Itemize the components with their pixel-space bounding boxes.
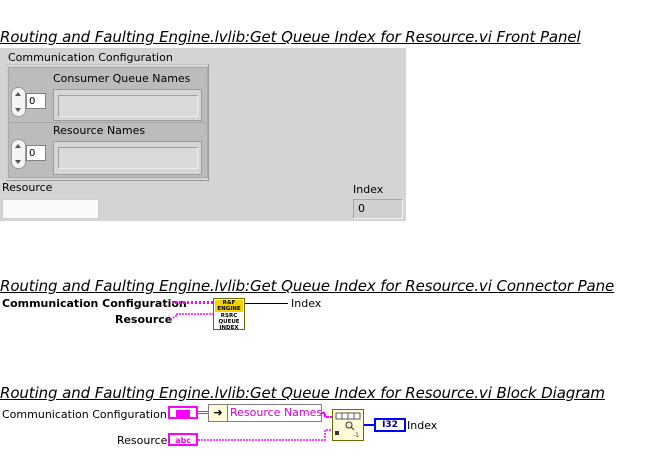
consumer-queue-index-spinner[interactable] (11, 87, 26, 117)
resource-label: Resource (2, 181, 53, 194)
cluster-terminal[interactable] (168, 406, 198, 419)
bd-label-index: Index (407, 419, 438, 432)
cluster-wire-2 (172, 301, 213, 303)
consumer-queue-element-string[interactable] (58, 95, 198, 117)
resource-names-index-spinner[interactable] (11, 139, 26, 169)
resource-string-terminal[interactable]: abc (168, 433, 198, 446)
index-i32-terminal[interactable]: I32 (374, 418, 406, 432)
cluster-bd-wire (198, 411, 208, 414)
resource-wire (169, 313, 213, 320)
consumer-queue-names-label: Consumer Queue Names (53, 72, 191, 85)
index-wire (245, 303, 288, 304)
connector-input-resource: Resource (115, 313, 173, 326)
unbundle-resource-names-label: Resource Names (230, 406, 323, 419)
cluster-label: Communication Configuration (8, 51, 173, 64)
cluster-wire (172, 302, 213, 304)
unbundle-by-name-node[interactable]: ➜ Resource Names (208, 404, 322, 422)
search-array-icon: -1 (335, 412, 361, 439)
resource-names-index-field[interactable]: 0 (26, 145, 46, 161)
connector-output-index: Index (291, 297, 322, 310)
search-1d-array-node[interactable]: -1 (332, 409, 364, 441)
index-bd-wire (364, 424, 374, 426)
bd-label-resource: Resource (117, 434, 168, 447)
block-diagram-title: Routing and Faulting Engine.lvlib:Get Qu… (0, 384, 605, 402)
bd-label-communication-configuration: Communication Configuration (2, 408, 167, 421)
consumer-queue-index-field[interactable]: 0 (26, 93, 46, 109)
index-indicator: 0 (353, 199, 403, 219)
index-label: Index (353, 183, 384, 196)
resource-names-label: Resource Names (53, 124, 146, 137)
connector-input-communication-configuration: Communication Configuration (2, 297, 187, 310)
get-queue-index-vi-icon: R&F ENGINE RSRC QUEUE INDEX (213, 298, 245, 331)
resource-names-element-string[interactable] (58, 147, 198, 169)
connector-pane-title: Routing and Faulting Engine.lvlib:Get Qu… (0, 277, 615, 295)
svg-text:-1: -1 (353, 432, 359, 439)
front-panel-title: Routing and Faulting Engine.lvlib:Get Qu… (0, 28, 581, 46)
search-wires (198, 412, 332, 441)
resource-string-control[interactable] (2, 199, 99, 219)
